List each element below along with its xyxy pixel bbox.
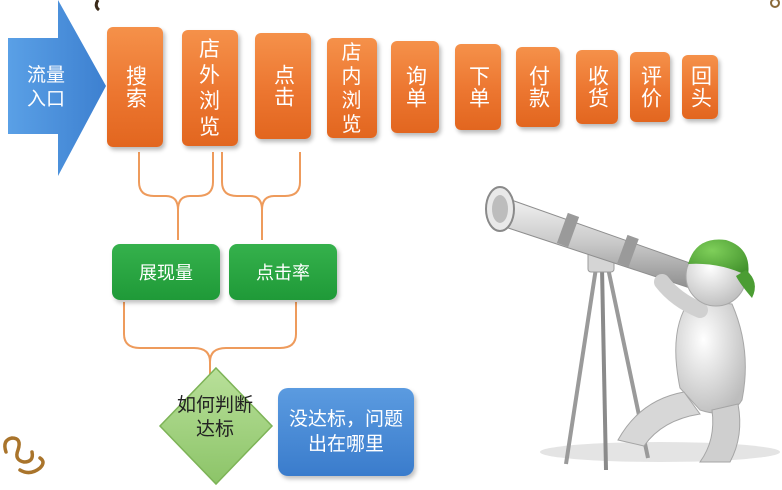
top-right-ornament <box>770 0 780 8</box>
problem-box: 没达标，问题出在哪里 <box>278 388 414 476</box>
bracket-decision <box>123 302 297 380</box>
step-external-browse: 店外浏览 <box>182 30 238 146</box>
step-review: 评价 <box>630 52 670 122</box>
metric-ctr: 点击率 <box>229 244 337 300</box>
entry-label: 流量入口 <box>26 64 65 110</box>
bracket-ctr <box>221 152 301 240</box>
step-payment: 付款 <box>516 47 560 127</box>
step-internal-browse: 店内浏览 <box>327 38 377 138</box>
decision-diamond <box>158 366 274 486</box>
metric-impressions: 展现量 <box>112 244 220 300</box>
telescope-figure-illustration <box>485 186 780 471</box>
step-order: 下单 <box>455 44 501 130</box>
entry-arrow-shape <box>8 0 106 176</box>
bracket-impressions <box>138 152 214 240</box>
step-repurchase: 回头 <box>682 55 718 119</box>
decision-label: 如何判断达标 <box>176 394 253 440</box>
step-click: 点击 <box>255 33 311 139</box>
step-inquiry: 询单 <box>391 41 439 133</box>
step-receive: 收货 <box>576 50 618 124</box>
step-search: 搜索 <box>107 27 163 147</box>
top-ornament <box>94 0 101 12</box>
bottom-left-ornament <box>3 436 45 475</box>
